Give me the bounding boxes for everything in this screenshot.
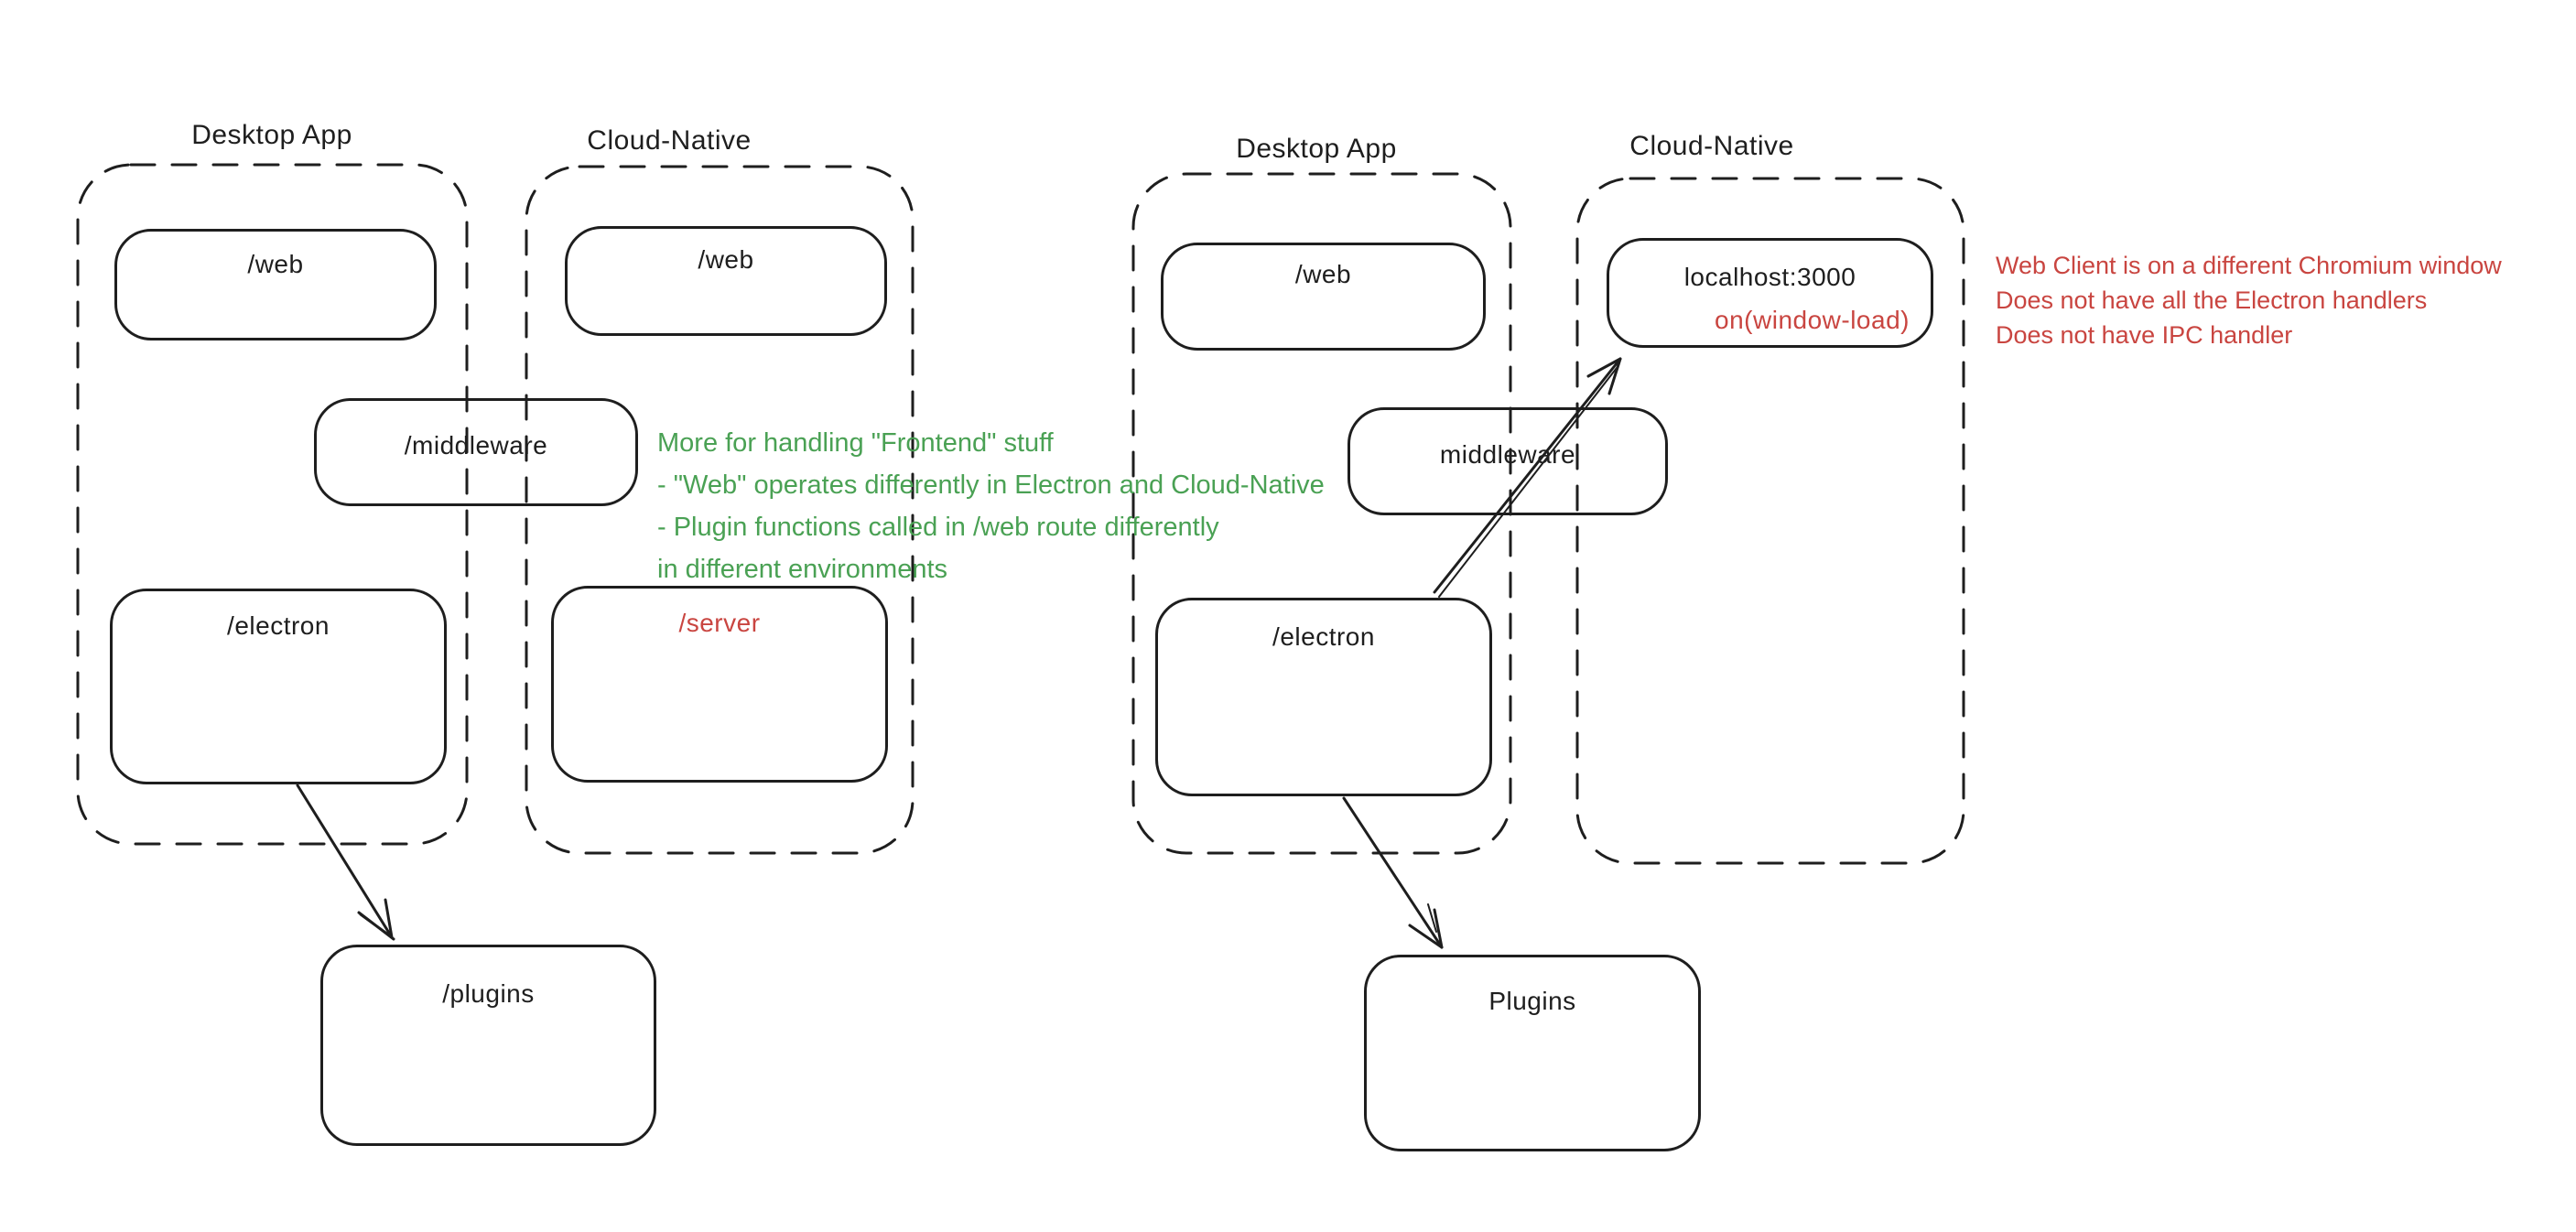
box-left-plugins[interactable]: /plugins [320,945,656,1146]
left-desktop-title[interactable]: Desktop App [135,120,409,151]
note-line: Web Client is on a different Chromium wi… [1996,252,2502,279]
left-desktop-title-text: Desktop App [191,120,352,150]
box-left-middleware[interactable]: /middleware [314,398,638,506]
arrow-shaft-sketch [1427,903,1437,933]
box-left-plugins-label: /plugins [442,979,535,1008]
box-right-electron[interactable]: /electron [1155,598,1492,796]
note-line: - "Web" operates differently in Electron… [657,470,1325,500]
box-left-middleware-label: /middleware [404,431,548,459]
arrow-shaft [296,784,394,939]
box-left-web-desktop[interactable]: /web [114,229,437,340]
box-right-electron-label: /electron [1272,622,1375,651]
right-desktop-title-text: Desktop App [1236,134,1397,164]
box-right-web[interactable]: /web [1161,243,1486,351]
box-left-server[interactable]: /server [551,586,888,783]
arrow-shaft [1433,357,1622,594]
box-right-localhost[interactable]: localhost:3000 on(window-load) [1607,238,1933,348]
box-left-electron[interactable]: /electron [110,589,447,784]
box-right-plugins[interactable]: Plugins [1364,955,1701,1151]
arrow-right-electron-to-plugins[interactable] [1342,796,1444,949]
box-right-localhost-title: localhost:3000 [1683,263,1856,291]
right-cloud-container-outline [1575,177,1965,865]
box-right-localhost-event: on(window-load) [1715,306,1910,334]
note-webclient-red[interactable]: Web Client is on a different Chromium wi… [1996,248,2502,352]
arrow-shaft-sketch [1438,367,1618,598]
note-middleware-green[interactable]: More for handling "Frontend" stuff - "We… [657,422,1325,590]
right-cloud-title[interactable]: Cloud-Native [1575,131,1849,162]
left-cloud-container[interactable] [525,165,915,855]
arrow-head [1586,357,1622,395]
box-left-web-cloud[interactable]: /web [565,226,887,336]
box-left-web-desktop-label: /web [247,250,304,278]
box-left-server-label: /server [678,609,761,637]
arrow-right-electron-to-localhost[interactable] [1433,357,1622,598]
right-cloud-container[interactable] [1575,177,1965,865]
left-cloud-title[interactable]: Cloud-Native [532,125,806,157]
box-left-web-cloud-label: /web [698,245,754,274]
left-desktop-container[interactable] [76,163,469,846]
note-line: Does not have all the Electron handlers [1996,286,2428,314]
box-right-middleware[interactable]: middleware [1348,407,1668,515]
box-right-middleware-label: middleware [1439,440,1576,469]
right-desktop-title[interactable]: Desktop App [1179,134,1454,165]
arrow-head [357,898,395,941]
right-cloud-title-text: Cloud-Native [1629,131,1794,161]
box-right-plugins-label: Plugins [1488,987,1576,1015]
arrow-head [1408,908,1444,949]
left-cloud-container-outline [525,165,915,855]
box-right-web-label: /web [1294,260,1352,288]
note-line: Does not have IPC handler [1996,321,2293,349]
left-cloud-title-text: Cloud-Native [587,125,752,156]
left-desktop-container-outline [76,163,469,846]
note-line: - Plugin functions called in /web route … [657,513,1219,542]
box-left-electron-label: /electron [227,611,330,640]
note-line: More for handling "Frontend" stuff [657,428,1054,458]
arrow-left-electron-to-plugins[interactable] [296,784,395,941]
arrow-shaft [1342,796,1444,949]
note-line: in different environments [657,555,948,584]
